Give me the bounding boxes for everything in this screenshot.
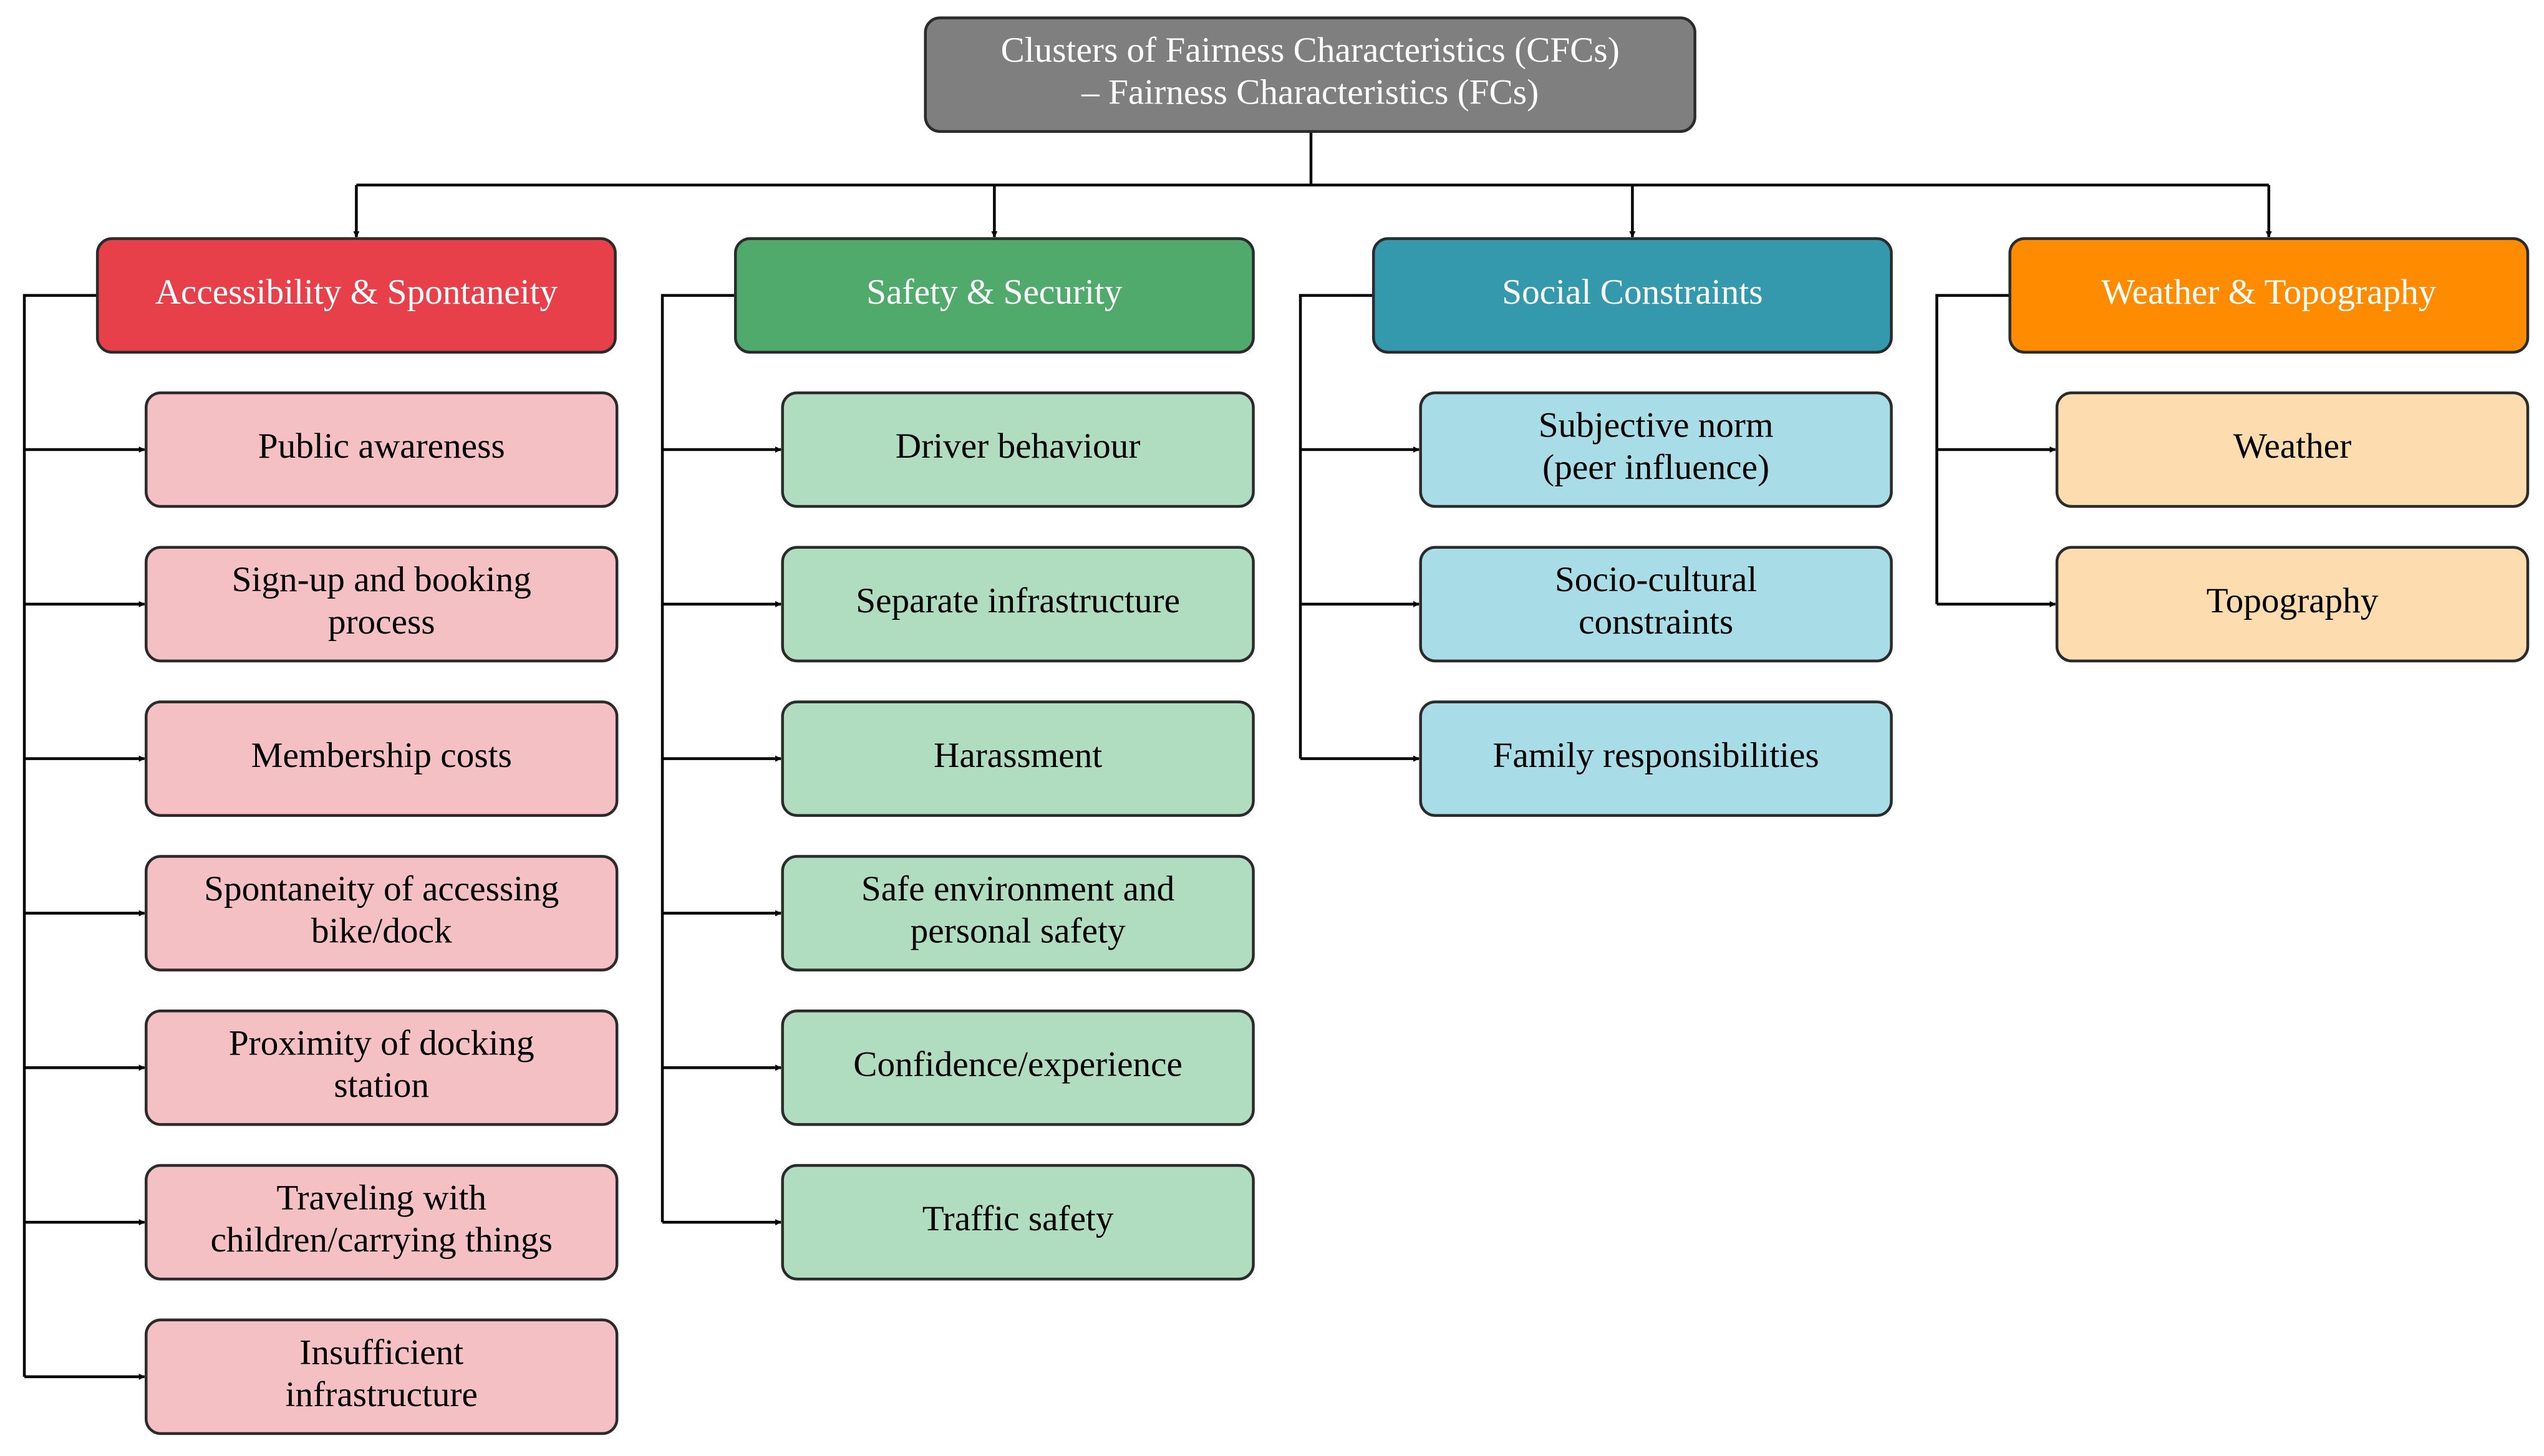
item-social-constraints-3-shape bbox=[1419, 700, 1893, 817]
item-social-constraints-2-label-line-1: Socio-cultural bbox=[1555, 560, 1757, 599]
item-safety-security-4-label-line-1: Safe environment and bbox=[861, 869, 1174, 909]
cluster-header-weather-topography-shape bbox=[2008, 237, 2530, 354]
item-social-constraints-2-label-line-2: constraints bbox=[1579, 602, 1733, 642]
item-social-constraints-3-label: Family responsibilities bbox=[1493, 736, 1819, 775]
item-weather-topography-2-shape bbox=[2055, 546, 2530, 663]
item-safety-security-6-shape bbox=[781, 1164, 1255, 1281]
item-accessibility-spontaneity-4-label-line-1: Spontaneity of accessing bbox=[204, 869, 559, 909]
item-accessibility-spontaneity-3: Membership costs bbox=[145, 700, 619, 817]
item-accessibility-spontaneity-4-label-line-2: bike/dock bbox=[311, 911, 452, 950]
item-safety-security-3: Harassment bbox=[781, 700, 1255, 817]
item-safety-security-3-shape bbox=[781, 700, 1255, 817]
item-social-constraints-1: Subjective norm(peer influence) bbox=[1419, 391, 1893, 508]
item-safety-security-5: Confidence/experience bbox=[781, 1009, 1255, 1126]
item-safety-security-4-label-line-2: personal safety bbox=[911, 911, 1126, 950]
item-accessibility-spontaneity-6-shape bbox=[145, 1164, 619, 1281]
item-accessibility-spontaneity-3-label: Membership costs bbox=[251, 736, 512, 775]
item-safety-security-1: Driver behaviour bbox=[781, 391, 1255, 508]
item-weather-topography-1: Weather bbox=[2055, 391, 2530, 508]
item-safety-security-6: Traffic safety bbox=[781, 1164, 1255, 1281]
root-node: Clusters of Fairness Characteristics (CF… bbox=[924, 16, 1696, 133]
item-accessibility-spontaneity-2-label-line-1: Sign-up and booking bbox=[232, 560, 531, 599]
cluster-header-social-constraints-label: Social Constraints bbox=[1502, 272, 1763, 312]
root-title-box-label-line-2: – Fairness Characteristics (FCs) bbox=[1081, 73, 1539, 112]
item-social-constraints-1-label-line-1: Subjective norm bbox=[1539, 405, 1774, 445]
item-accessibility-spontaneity-2-shape bbox=[145, 546, 619, 663]
item-social-constraints-3: Family responsibilities bbox=[1419, 700, 1893, 817]
item-weather-topography-1-shape bbox=[2055, 391, 2530, 508]
item-safety-security-1-shape bbox=[781, 391, 1255, 508]
item-social-constraints-1-label-line-2: (peer influence) bbox=[1542, 448, 1769, 487]
cluster-header-accessibility-spontaneity-shape bbox=[95, 237, 617, 354]
item-accessibility-spontaneity-1-label: Public awareness bbox=[258, 427, 505, 466]
item-weather-topography-2: Topography bbox=[2055, 546, 2530, 663]
trunk-line-social-constraints bbox=[1299, 294, 1374, 759]
item-accessibility-spontaneity-5-label-line-1: Proximity of docking bbox=[229, 1024, 534, 1063]
cluster-header-social-constraints: Social Constraints bbox=[1371, 237, 1893, 354]
item-safety-security-6-label: Traffic safety bbox=[922, 1199, 1114, 1238]
item-safety-security-2-label: Separate infrastructure bbox=[856, 581, 1180, 620]
item-accessibility-spontaneity-5-label-line-2: station bbox=[334, 1066, 429, 1105]
item-safety-security-5-shape bbox=[781, 1009, 1255, 1126]
item-social-constraints-1-shape bbox=[1419, 391, 1893, 508]
root-title-box: Clusters of Fairness Characteristics (CF… bbox=[924, 16, 1696, 133]
item-safety-security-3-label: Harassment bbox=[934, 736, 1102, 775]
item-social-constraints-2-shape bbox=[1419, 546, 1893, 663]
item-accessibility-spontaneity-7-label-line-1: Insufficient bbox=[299, 1333, 463, 1372]
cluster-header-weather-topography-label: Weather & Topography bbox=[2101, 272, 2437, 312]
item-safety-security-1-label: Driver behaviour bbox=[896, 427, 1141, 466]
item-accessibility-spontaneity-1-shape bbox=[145, 391, 619, 508]
item-safety-security-4-shape bbox=[781, 855, 1255, 971]
root-title-box-label-line-1: Clusters of Fairness Characteristics (CF… bbox=[1001, 31, 1620, 70]
item-accessibility-spontaneity-1: Public awareness bbox=[145, 391, 619, 508]
cluster-header-social-constraints-shape bbox=[1371, 237, 1893, 354]
item-safety-security-2-shape bbox=[781, 546, 1255, 663]
item-accessibility-spontaneity-4-shape bbox=[145, 855, 619, 971]
item-weather-topography-1-label: Weather bbox=[2233, 427, 2351, 466]
cluster-header-safety-security-shape bbox=[733, 237, 1255, 354]
item-accessibility-spontaneity-7-label-line-2: infrastructure bbox=[286, 1375, 478, 1414]
item-weather-topography-2-label: Topography bbox=[2207, 581, 2379, 620]
trunk-line-accessibility-spontaneity bbox=[22, 294, 98, 1377]
item-accessibility-spontaneity-2-label-line-2: process bbox=[328, 602, 435, 642]
item-accessibility-spontaneity-7-shape bbox=[145, 1318, 619, 1435]
item-accessibility-spontaneity-3-shape bbox=[145, 700, 619, 817]
item-safety-security-5-label: Confidence/experience bbox=[853, 1044, 1183, 1084]
cluster-header-accessibility-spontaneity: Accessibility & Spontaneity bbox=[95, 237, 617, 354]
cluster-header-accessibility-spontaneity-label: Accessibility & Spontaneity bbox=[155, 272, 558, 312]
item-accessibility-spontaneity-6-label-line-1: Traveling with bbox=[276, 1178, 486, 1217]
item-accessibility-spontaneity-5-shape bbox=[145, 1009, 619, 1126]
cluster-header-weather-topography: Weather & Topography bbox=[2008, 237, 2530, 354]
cluster-header-safety-security: Safety & Security bbox=[733, 237, 1255, 354]
trunk-line-weather-topography bbox=[1935, 294, 2010, 604]
item-accessibility-spontaneity-6-label-line-2: children/carrying things bbox=[210, 1220, 553, 1260]
item-safety-security-2: Separate infrastructure bbox=[781, 546, 1255, 663]
connector-lines bbox=[22, 131, 2272, 1380]
root-title-box-shape bbox=[924, 16, 1696, 133]
cluster-header-safety-security-label: Safety & Security bbox=[866, 272, 1123, 312]
